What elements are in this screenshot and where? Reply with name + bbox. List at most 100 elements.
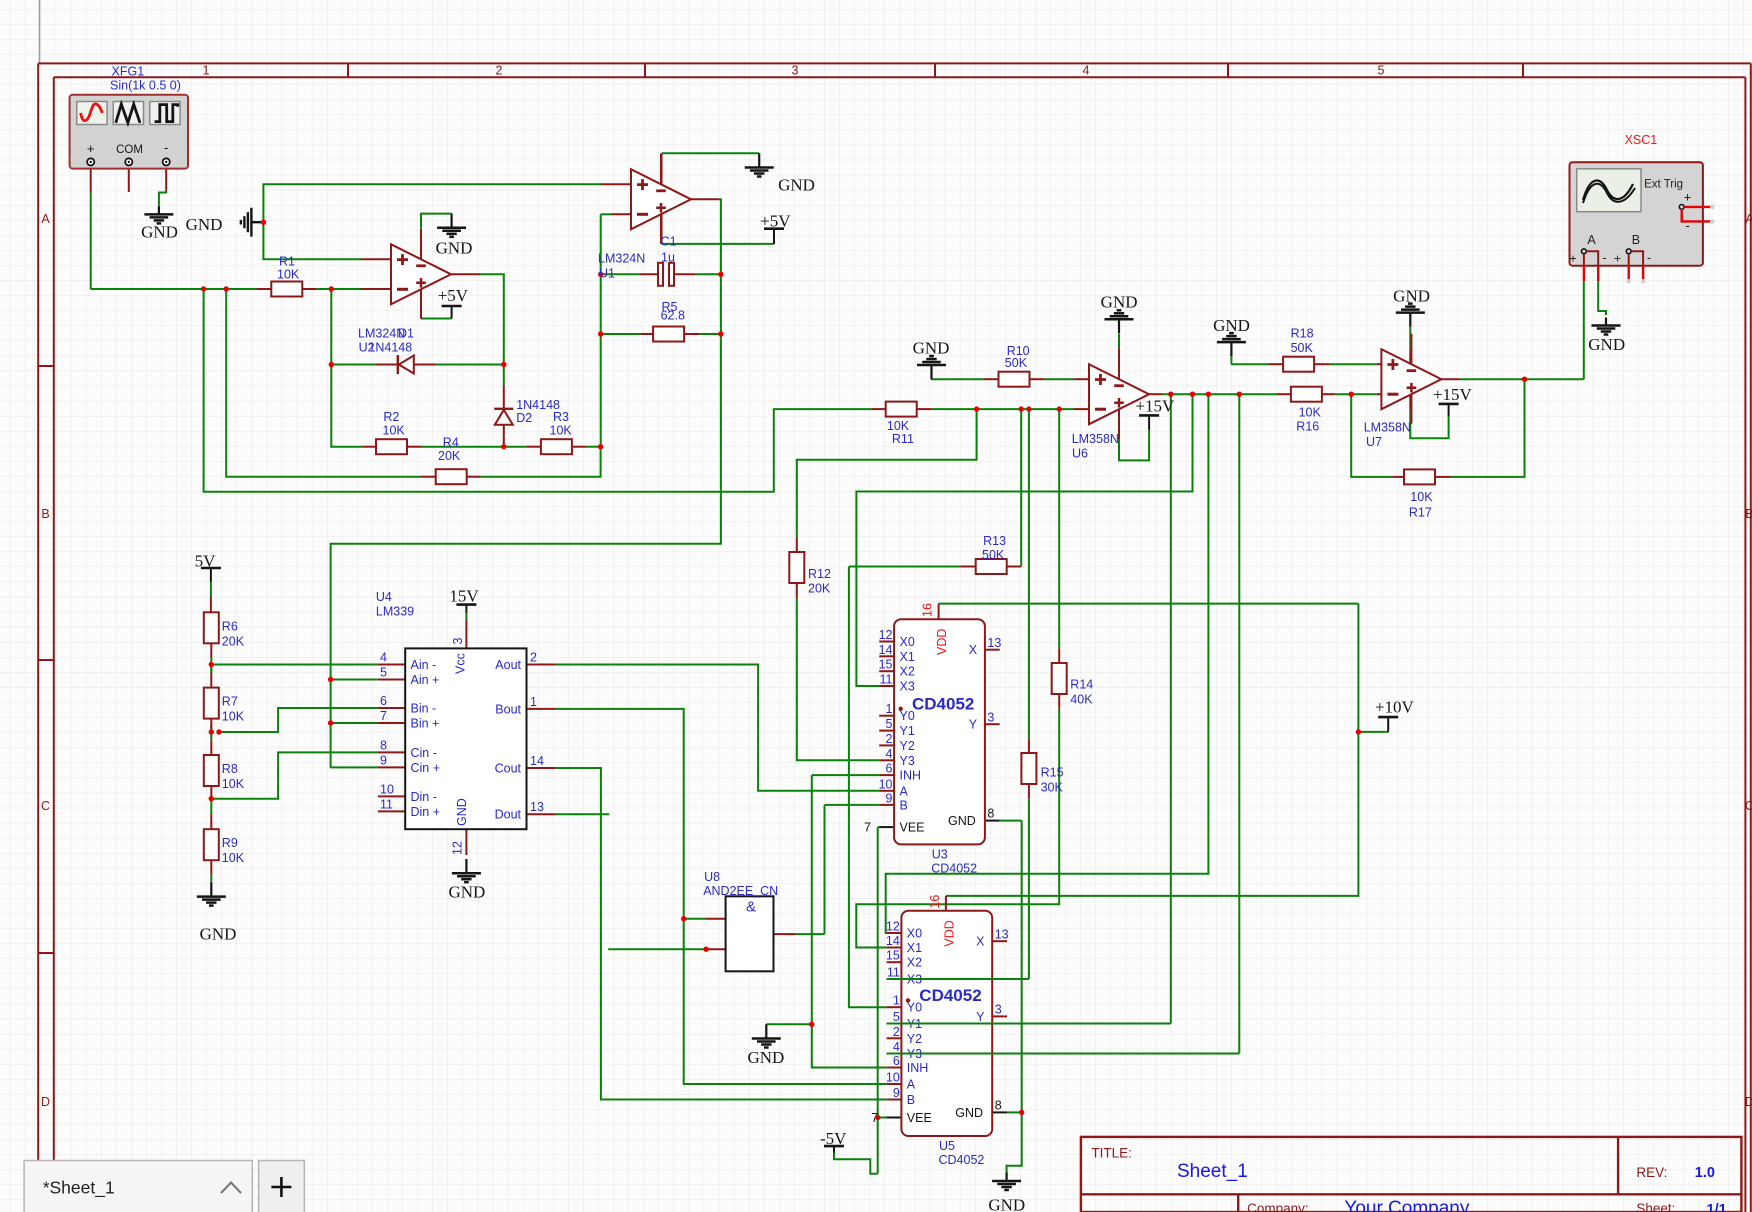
svg-text:LM324N: LM324N xyxy=(598,252,645,266)
svg-text:*Sheet_1: *Sheet_1 xyxy=(43,1178,115,1199)
svg-text:COM: COM xyxy=(116,144,143,156)
svg-text:+15V: +15V xyxy=(1433,385,1473,404)
svg-text:GND: GND xyxy=(955,1106,983,1120)
svg-text:GND: GND xyxy=(747,1048,784,1067)
svg-text:11: 11 xyxy=(887,966,900,980)
svg-text:8: 8 xyxy=(380,738,387,752)
svg-text:9: 9 xyxy=(380,753,387,767)
svg-text:40K: 40K xyxy=(1070,693,1093,707)
svg-text:GND: GND xyxy=(1588,335,1625,354)
svg-text:+: + xyxy=(1614,252,1621,266)
svg-text:Aout: Aout xyxy=(495,658,521,672)
svg-text:R5: R5 xyxy=(662,300,678,314)
svg-text:U2: U2 xyxy=(359,341,375,355)
svg-text:10K: 10K xyxy=(277,268,300,282)
svg-text:10K: 10K xyxy=(222,710,245,724)
svg-text:2: 2 xyxy=(886,732,893,746)
svg-text:A: A xyxy=(1587,233,1596,247)
svg-text:Ain +: Ain + xyxy=(411,673,440,687)
svg-text:U3: U3 xyxy=(932,848,948,862)
svg-text:X: X xyxy=(969,643,978,657)
svg-text:R12: R12 xyxy=(808,567,831,581)
svg-text:+10V: +10V xyxy=(1375,698,1415,717)
svg-text:Bin +: Bin + xyxy=(411,717,440,731)
svg-text:R3: R3 xyxy=(553,410,569,424)
svg-text:X0: X0 xyxy=(907,927,922,941)
svg-text:Din +: Din + xyxy=(411,805,441,819)
svg-text:X0: X0 xyxy=(900,635,915,649)
svg-text:1u: 1u xyxy=(661,251,675,265)
svg-text:10K: 10K xyxy=(1299,406,1322,420)
svg-text:5: 5 xyxy=(1378,64,1385,78)
svg-text:2: 2 xyxy=(530,651,537,665)
svg-text:GND: GND xyxy=(141,223,178,242)
svg-text:Cin +: Cin + xyxy=(411,761,441,775)
svg-text:R10: R10 xyxy=(1007,344,1030,358)
svg-text:16: 16 xyxy=(921,603,935,617)
svg-text:B: B xyxy=(900,798,908,812)
svg-text:Din -: Din - xyxy=(411,790,437,804)
svg-text:Company:: Company: xyxy=(1247,1201,1309,1212)
svg-text:GND: GND xyxy=(448,883,485,902)
svg-text:D2: D2 xyxy=(516,411,532,425)
svg-text:8: 8 xyxy=(995,1098,1002,1112)
svg-text:7: 7 xyxy=(864,821,871,835)
svg-text:U4: U4 xyxy=(376,590,392,604)
svg-text:+: + xyxy=(87,141,95,156)
svg-text:X2: X2 xyxy=(907,956,922,970)
svg-text:62.8: 62.8 xyxy=(661,309,685,323)
svg-text:6: 6 xyxy=(893,1054,900,1068)
svg-text:R13: R13 xyxy=(983,534,1006,548)
svg-text:2: 2 xyxy=(893,1025,900,1039)
svg-text:Y2: Y2 xyxy=(900,739,915,753)
svg-text:Sin(1k 0.5 0): Sin(1k 0.5 0) xyxy=(110,79,181,93)
svg-text:R9: R9 xyxy=(222,836,238,850)
svg-text:A: A xyxy=(41,212,50,226)
svg-text:R1: R1 xyxy=(279,255,295,269)
svg-text:10: 10 xyxy=(886,1071,900,1085)
svg-text:R2: R2 xyxy=(383,410,399,424)
svg-text:6: 6 xyxy=(886,762,893,776)
svg-text:R11: R11 xyxy=(892,432,914,446)
svg-text:GND: GND xyxy=(778,176,815,195)
svg-text:R18: R18 xyxy=(1291,327,1314,341)
svg-text:+5V: +5V xyxy=(760,212,791,231)
svg-text:B: B xyxy=(41,507,49,521)
svg-text:-: - xyxy=(1685,218,1689,233)
svg-text:20K: 20K xyxy=(222,635,245,649)
svg-text:A: A xyxy=(900,784,909,798)
svg-text:1N4148: 1N4148 xyxy=(368,341,412,355)
svg-text:A: A xyxy=(907,1078,916,1092)
svg-text:15V: 15V xyxy=(449,587,479,606)
svg-text:11: 11 xyxy=(380,797,393,811)
svg-text:2: 2 xyxy=(496,64,503,78)
svg-text:Bout: Bout xyxy=(495,702,521,716)
svg-text:LM358N: LM358N xyxy=(1364,421,1411,435)
svg-text:14: 14 xyxy=(886,934,900,948)
svg-text:VEE: VEE xyxy=(900,821,925,835)
svg-text:1: 1 xyxy=(530,695,537,709)
svg-text:Dout: Dout xyxy=(495,808,522,822)
svg-text:6: 6 xyxy=(380,694,387,708)
svg-text:X: X xyxy=(976,935,985,949)
svg-text:C1: C1 xyxy=(661,235,677,249)
svg-text:13: 13 xyxy=(530,800,544,814)
svg-text:3: 3 xyxy=(792,64,799,78)
svg-text:5V: 5V xyxy=(195,552,217,571)
svg-text:Cin -: Cin - xyxy=(411,746,437,760)
svg-text:GND: GND xyxy=(913,339,950,358)
svg-text:INH: INH xyxy=(900,769,922,783)
svg-text:GND: GND xyxy=(1213,316,1250,335)
svg-text:REV:: REV: xyxy=(1636,1165,1667,1180)
svg-text:X2: X2 xyxy=(900,665,915,679)
svg-text:CD4052: CD4052 xyxy=(939,1153,985,1167)
svg-text:4: 4 xyxy=(886,747,893,761)
svg-text:CD4052: CD4052 xyxy=(931,862,977,876)
svg-text:D: D xyxy=(1745,1095,1752,1109)
svg-text:1: 1 xyxy=(893,994,900,1008)
svg-text:XFG1: XFG1 xyxy=(112,65,145,79)
svg-text:R8: R8 xyxy=(222,762,238,776)
svg-text:Ain -: Ain - xyxy=(411,658,437,672)
svg-text:R6: R6 xyxy=(222,620,238,634)
svg-text:7: 7 xyxy=(871,1111,878,1125)
